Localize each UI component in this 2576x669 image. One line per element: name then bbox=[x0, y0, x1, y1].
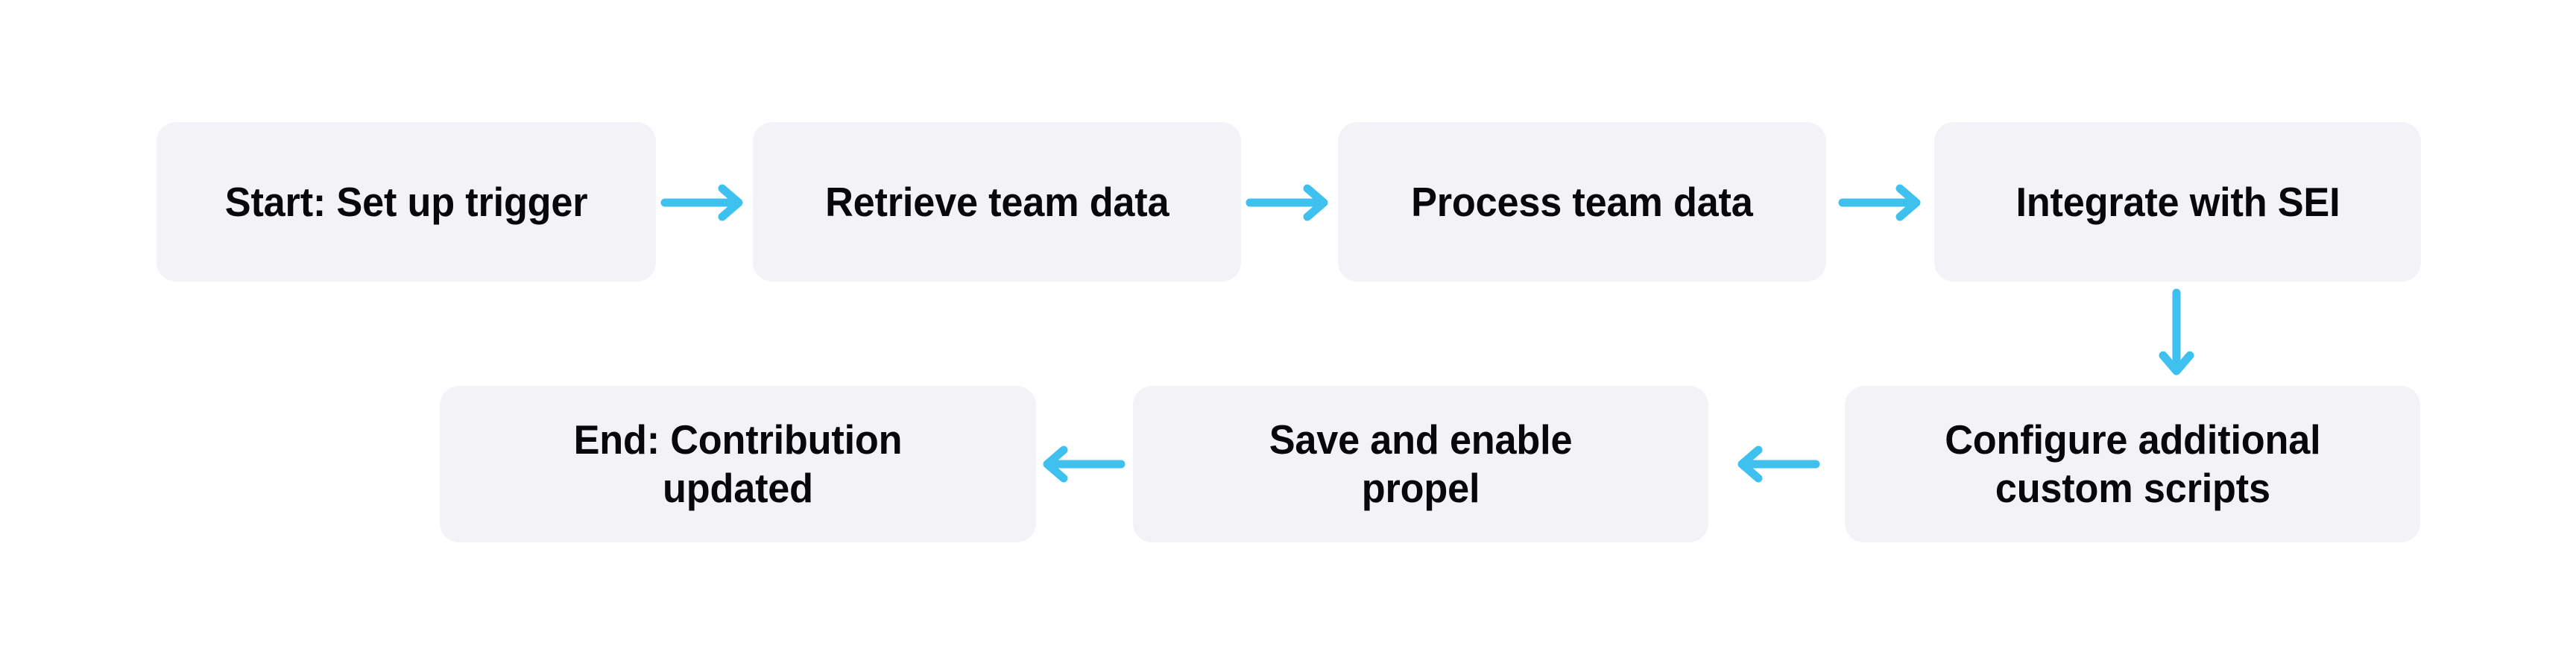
flow-arrow-configure-to-save bbox=[1735, 446, 1820, 483]
flow-node-process[interactable]: Process team data bbox=[1338, 122, 1826, 282]
arrow-right-icon bbox=[1246, 184, 1328, 221]
flow-node-label: Start: Set up trigger bbox=[224, 178, 588, 225]
flow-node-save[interactable]: Save and enable propel bbox=[1133, 386, 1708, 542]
flow-node-label: Configure additional custom scripts bbox=[1944, 416, 2321, 511]
flow-arrow-process-to-integrate bbox=[1838, 184, 1923, 221]
flow-arrow-save-to-end bbox=[1041, 446, 1126, 483]
flow-node-label: End: Contribution updated bbox=[573, 416, 903, 511]
flow-node-integrate[interactable]: Integrate with SEI bbox=[1934, 122, 2421, 282]
flow-node-configure[interactable]: Configure additional custom scripts bbox=[1845, 386, 2420, 542]
flow-node-label: Process team data bbox=[1411, 178, 1753, 225]
flow-arrow-start-to-retrieve bbox=[660, 184, 745, 221]
flow-node-start[interactable]: Start: Set up trigger bbox=[157, 122, 656, 282]
arrow-left-icon bbox=[1737, 446, 1820, 483]
flow-node-label: Save and enable propel bbox=[1269, 416, 1573, 511]
flow-node-retrieve[interactable]: Retrieve team data bbox=[753, 122, 1241, 282]
arrow-left-icon bbox=[1043, 446, 1126, 483]
arrow-right-icon bbox=[660, 184, 743, 221]
flow-arrow-retrieve-to-process bbox=[1246, 184, 1330, 221]
flow-node-label: Integrate with SEI bbox=[2015, 178, 2340, 225]
flow-node-label: Retrieve team data bbox=[824, 178, 1169, 225]
flow-node-end[interactable]: End: Contribution updated bbox=[440, 386, 1036, 542]
arrow-down-icon bbox=[2159, 288, 2194, 375]
flow-arrow-integrate-to-configure bbox=[2159, 288, 2194, 378]
arrow-right-icon bbox=[1838, 184, 1921, 221]
